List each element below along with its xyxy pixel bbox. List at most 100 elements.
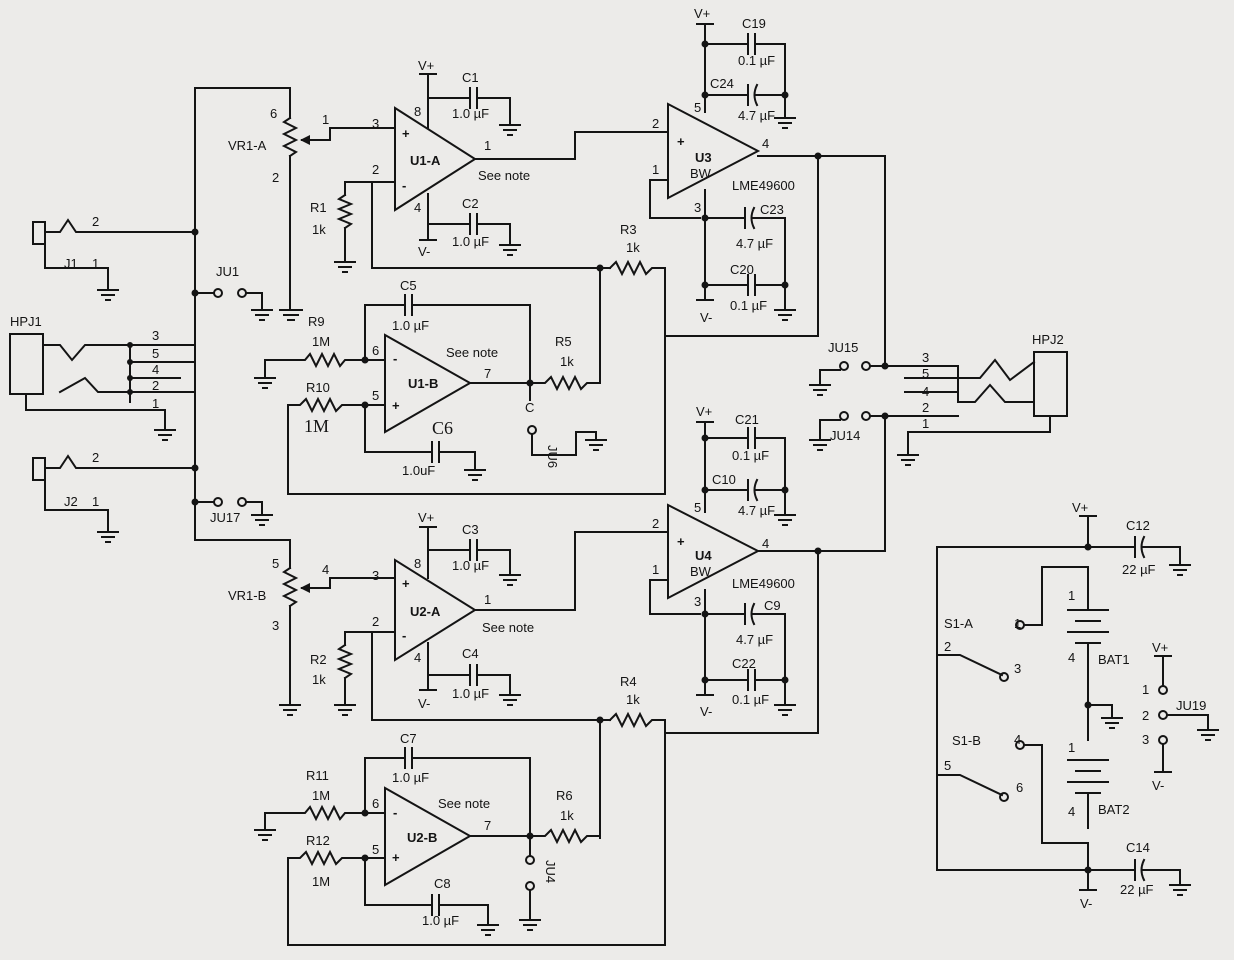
u1a-note: See note (478, 168, 530, 183)
c21-value: 0.1 µF (732, 448, 769, 463)
bat2-pin-pos: 1 (1068, 740, 1075, 755)
c4-value: 1.0 µF (452, 686, 489, 701)
power-vm-bottom: V- (1080, 896, 1092, 911)
u2a-vp: V+ (418, 510, 434, 525)
r5-value: 1k (560, 354, 574, 369)
r10-label: R10 (306, 380, 330, 395)
c3-capacitor: C3 1.0 µF (427, 522, 521, 586)
u4-pin-in: 2 (652, 516, 659, 531)
r1-resistor: R1 1k (310, 181, 396, 273)
r5-resistor: R5 1k (529, 334, 601, 392)
u3-pin-bw: 1 (652, 162, 659, 177)
ju4-label: JU4 (543, 860, 558, 883)
j1-input-jack: 2 1 J1 (32, 214, 196, 301)
hpj1-pin-3: 3 (152, 328, 159, 343)
u2a-vm: V- (418, 696, 430, 711)
c10-value: 4.7 µF (738, 503, 775, 518)
c1-label: C1 (462, 70, 479, 85)
hpj2-headphone-jack: 3 5 4 2 1 HPJ2 (884, 332, 1068, 466)
u3-pin-vm: 3 (694, 200, 701, 215)
u4-pin-bw: 1 (652, 562, 659, 577)
hpj2-pin-5: 5 (922, 366, 929, 381)
c22-label: C22 (732, 656, 756, 671)
power-vp-top: V+ (1072, 500, 1088, 515)
ju6-jumper: C JU6 (525, 382, 607, 468)
c12-capacitor: C12 22 µF (1122, 518, 1191, 577)
u1b-pin-noninv: 5 (372, 388, 379, 403)
u2b-pin-out: 7 (484, 818, 491, 833)
hpj2-pin-3: 3 (922, 350, 929, 365)
u3-vp: V+ (694, 6, 710, 21)
u4-vm: V- (700, 704, 712, 719)
s1b-pin-6: 6 (1016, 780, 1023, 795)
u4-pin-vp: 5 (694, 500, 701, 515)
s1b-switch: S1-B 5 4 6 (936, 732, 1089, 871)
u3-pin-out: 4 (762, 136, 769, 151)
s1a-pin-3: 3 (1014, 661, 1021, 676)
c20-value: 0.1 µF (730, 298, 767, 313)
bat2-label: BAT2 (1098, 802, 1130, 817)
c2-capacitor: C2 1.0 µF (427, 196, 521, 256)
r11-value: 1M (312, 788, 330, 803)
c6-value: 1.0uF (402, 463, 435, 478)
svg-text:-: - (402, 178, 406, 193)
c5-label: C5 (400, 278, 417, 293)
ground-symbol (279, 309, 303, 321)
u2a-pin-out: 1 (484, 592, 491, 607)
u4-pin-vm: 3 (694, 594, 701, 609)
u1a-vm: V- (418, 244, 430, 259)
u3-label: U3 (695, 150, 712, 165)
hpj1-headphone-jack: 3 5 4 2 1 HPJ1 (9, 314, 196, 441)
bat2-battery: 1 4 BAT2 (1067, 740, 1130, 829)
u3-buffer: + U3 BW LME49600 2 1 5 3 4 V+ V- (652, 6, 795, 325)
j1-pin-tip: 2 (92, 214, 99, 229)
vr1a-pin-wiper: 1 (322, 112, 329, 127)
c5-value: 1.0 µF (392, 318, 429, 333)
r9-label: R9 (308, 314, 325, 329)
ju15-jumper: JU15 (809, 340, 886, 396)
u1b-opamp: - + U1-B 6 5 7 See note (372, 333, 498, 434)
vr1b-label: VR1-B (228, 588, 266, 603)
c2-value: 1.0 µF (452, 234, 489, 249)
u1b-label: U1-B (408, 376, 438, 391)
u4-mode: BW (690, 564, 712, 579)
ju14-jumper: JU14 (809, 411, 886, 451)
u3-vm: V- (700, 310, 712, 325)
c19-value: 0.1 µF (738, 53, 775, 68)
c22-value: 0.1 µF (732, 692, 769, 707)
u1a-pin-vp: 8 (414, 104, 421, 119)
ju6-label: JU6 (545, 445, 560, 468)
c22-capacitor: C22 0.1 µF (704, 656, 786, 707)
ju19-jumper: V+ V- 1 2 3 JU19 (1142, 640, 1219, 793)
u2a-pin-vp: 8 (414, 556, 421, 571)
u1a-pin-inv: 2 (372, 162, 379, 177)
hpj1-label: HPJ1 (10, 314, 42, 329)
c7-capacitor: C7 1.0 µF (364, 731, 531, 837)
svg-text:-: - (393, 351, 397, 366)
u1a-opamp: + - U1-A 3 2 1 8 4 See note V+ V- (372, 58, 530, 259)
u2b-pin-noninv: 5 (372, 842, 379, 857)
c3-value: 1.0 µF (452, 558, 489, 573)
ju19-vm: V- (1152, 778, 1164, 793)
vr1b-pin-wiper: 4 (322, 562, 329, 577)
svg-text:+: + (677, 534, 685, 549)
u1b-pin-out: 7 (484, 366, 491, 381)
r1-label: R1 (310, 200, 327, 215)
vr1a-pin-top: 6 (270, 106, 277, 121)
bat1-pin-neg: 4 (1068, 650, 1075, 665)
r6-label: R6 (556, 788, 573, 803)
u2a-label: U2-A (410, 604, 441, 619)
c19-capacitor: C19 0.1 µF (704, 16, 786, 119)
r12-resistor: R12 1M (287, 833, 386, 889)
u2a-opamp: + - U2-A 3 2 1 8 4 See note V+ V- (372, 510, 534, 711)
ju19-pin-3: 3 (1142, 732, 1149, 747)
s1b-label: S1-B (952, 733, 981, 748)
ju6-pin-c: C (525, 400, 534, 415)
u4-pin-out: 4 (762, 536, 769, 551)
j2-pin-tip: 2 (92, 450, 99, 465)
bat2-pin-neg: 4 (1068, 804, 1075, 819)
bat1-battery: 1 4 BAT1 (1067, 566, 1130, 741)
r5-label: R5 (555, 334, 572, 349)
hpj2-pin-2: 2 (922, 400, 929, 415)
